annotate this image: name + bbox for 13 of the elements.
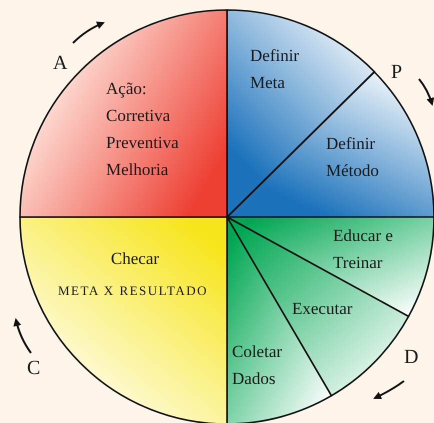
sector-label: Checar xyxy=(110,248,160,270)
sector-label: Educar e Treinar xyxy=(333,225,394,274)
sector-label: Definir Método xyxy=(326,132,380,182)
sector-label: Coletar Dados xyxy=(232,341,284,390)
sector-text: Corretiva Preventiva Melhoria xyxy=(106,105,180,181)
sector-label: Ação: xyxy=(106,78,148,100)
phase-letter: P xyxy=(391,61,402,84)
phase-letter: D xyxy=(404,346,418,369)
sector-label: Executar xyxy=(292,298,354,320)
phase-letter: A xyxy=(53,52,68,75)
phase-letter: C xyxy=(27,357,40,380)
sector-text: META X RESULTADO xyxy=(56,282,209,300)
sector-label: Definir Meta xyxy=(250,45,300,94)
